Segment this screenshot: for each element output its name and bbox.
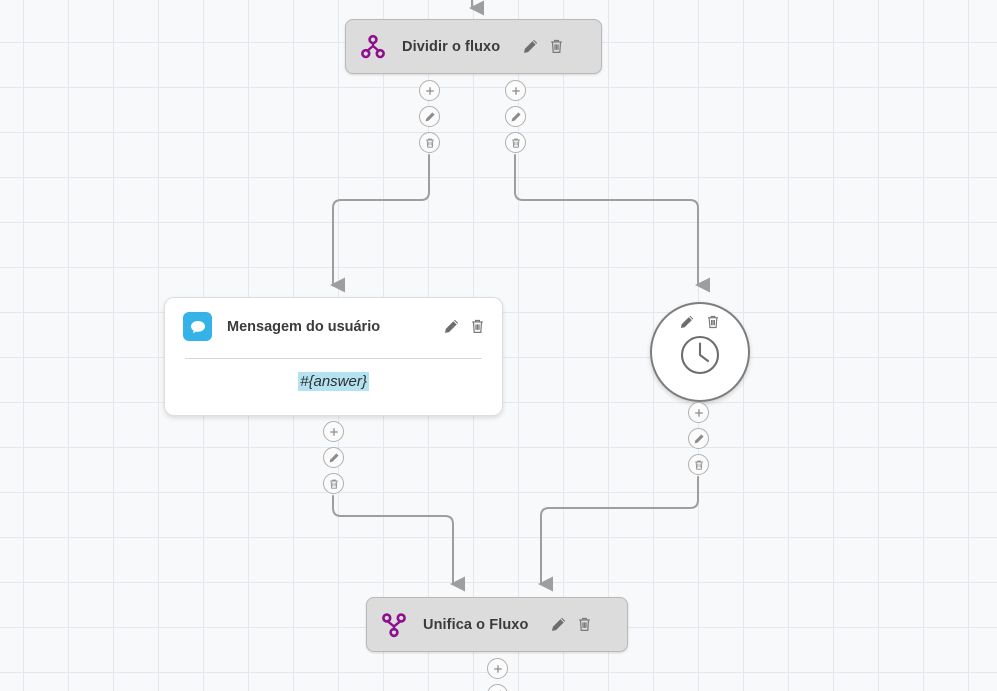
- node-title: Mensagem do usuário: [227, 318, 381, 335]
- add-step-button[interactable]: [487, 658, 508, 679]
- connector-stack-merge[interactable]: [487, 658, 508, 691]
- edit-icon[interactable]: [522, 38, 539, 55]
- chat-bubble-icon: [183, 312, 212, 341]
- delete-connection-button[interactable]: [419, 132, 440, 153]
- delete-connection-button[interactable]: [323, 473, 344, 494]
- delete-connection-button[interactable]: [688, 454, 709, 475]
- message-body: #{answer}: [165, 359, 502, 391]
- edge-split-to-timer: [514, 154, 710, 293]
- edit-connection-button[interactable]: [688, 428, 709, 449]
- connector-stack-split-left[interactable]: [419, 80, 440, 153]
- node-unifica-o-fluxo[interactable]: Unifica o Fluxo: [366, 597, 628, 652]
- delete-icon[interactable]: [705, 313, 722, 330]
- delete-icon[interactable]: [469, 318, 486, 335]
- delete-icon[interactable]: [576, 616, 593, 633]
- add-step-button[interactable]: [323, 421, 344, 442]
- edit-connection-button[interactable]: [487, 684, 508, 691]
- delete-connection-button[interactable]: [505, 132, 526, 153]
- node-mensagem-do-usuario[interactable]: Mensagem do usuário: [164, 297, 503, 416]
- edge-split-to-message: [330, 154, 430, 293]
- add-step-button[interactable]: [505, 80, 526, 101]
- connector-stack-timer[interactable]: [688, 402, 709, 475]
- edit-icon[interactable]: [679, 313, 696, 330]
- edit-icon[interactable]: [443, 318, 460, 335]
- edge-timer-to-merge: [538, 476, 699, 592]
- node-dividir-o-fluxo[interactable]: Dividir o fluxo: [345, 19, 602, 74]
- edge-message-to-merge: [332, 495, 465, 592]
- delete-icon[interactable]: [548, 38, 565, 55]
- clock-icon: [678, 333, 722, 382]
- edit-icon[interactable]: [550, 616, 567, 633]
- add-step-button[interactable]: [688, 402, 709, 423]
- edit-connection-button[interactable]: [323, 447, 344, 468]
- add-step-button[interactable]: [419, 80, 440, 101]
- message-variable: #{answer}: [298, 372, 369, 391]
- node-title: Dividir o fluxo: [402, 38, 501, 55]
- merge-branch-icon: [381, 612, 407, 638]
- connector-stack-message[interactable]: [323, 421, 344, 494]
- connector-stack-split-right[interactable]: [505, 80, 526, 153]
- node-timer[interactable]: [650, 302, 750, 402]
- edit-connection-button[interactable]: [419, 106, 440, 127]
- card-divider: [185, 358, 482, 359]
- edit-connection-button[interactable]: [505, 106, 526, 127]
- node-title: Unifica o Fluxo: [423, 616, 529, 633]
- split-branch-icon: [360, 34, 386, 60]
